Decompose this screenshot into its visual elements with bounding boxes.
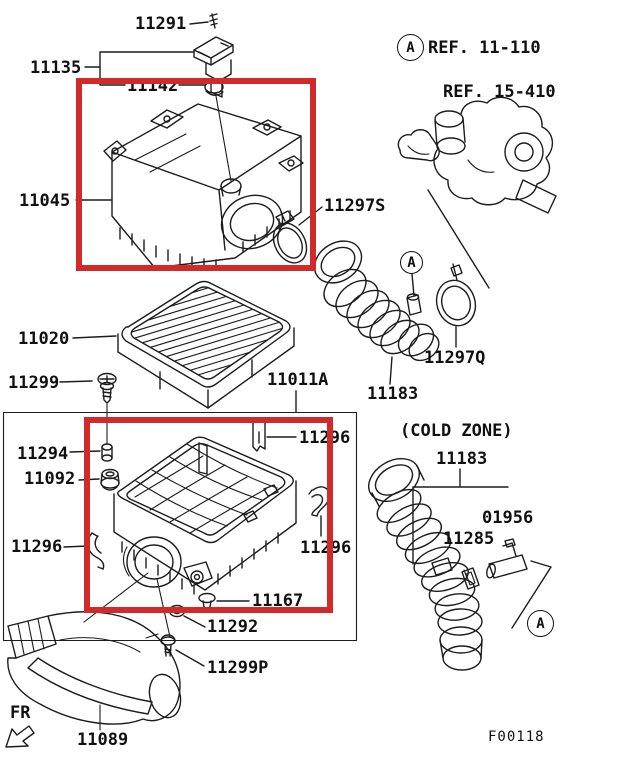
- pin-11167-drawing: [198, 592, 250, 610]
- clip-11296-topright-drawing: [252, 419, 297, 452]
- air-cleaner-body-drawing: [83, 436, 297, 638]
- cold-zone-note: (COLD ZONE): [400, 421, 513, 441]
- part-label-11297s: 11297S: [324, 196, 386, 216]
- part-label-01956: 01956: [482, 508, 534, 528]
- part-label-11299p: 11299P: [207, 658, 269, 678]
- callout-a-mid-leader: [411, 273, 415, 297]
- callout-a-bottom: A: [527, 610, 554, 637]
- front-direction-label: FR: [10, 703, 31, 723]
- air-duct-11089-drawing: [7, 611, 182, 731]
- hose-clamp-11297q-drawing: [435, 263, 477, 348]
- part-label-11183-cold: 11183: [436, 449, 488, 469]
- drawing-code: F00118: [488, 729, 545, 745]
- part-label-11296-top-right: 11296: [299, 428, 351, 448]
- hose-clamp-11297s-drawing: [272, 210, 308, 264]
- part-label-11294: 11294: [17, 444, 69, 464]
- part-label-11045: 11045: [19, 191, 71, 211]
- part-label-11299: 11299: [8, 373, 60, 393]
- part-label-11092: 11092: [24, 469, 76, 489]
- clip-11296-left-drawing: [63, 532, 105, 570]
- maf-sensor-drawing: [193, 36, 234, 98]
- callout-a-mid: A: [400, 251, 423, 274]
- part-label-11020: 11020: [18, 329, 70, 349]
- fitting-01956-drawing: [486, 538, 552, 629]
- part-label-11135: 11135: [30, 58, 82, 78]
- grommet-11142-drawing: [204, 80, 232, 182]
- part-label-11142: 11142: [127, 76, 179, 96]
- part-label-11183-mid: 11183: [367, 384, 419, 404]
- spacer-11294-drawing: [69, 443, 113, 462]
- ref-note-11-110: REF. 11-110: [428, 38, 541, 58]
- part-label-11296-right: 11296: [300, 538, 352, 558]
- part-label-11292: 11292: [207, 617, 259, 637]
- part-label-11089: 11089: [77, 730, 129, 750]
- cold-zone-hose-drawing: [368, 458, 509, 671]
- screw-11299p-drawing: [160, 634, 205, 667]
- throttle-body-drawing: [397, 96, 557, 289]
- bolt-11291-drawing: [209, 13, 218, 29]
- air-cleaner-cover-drawing: [103, 103, 304, 270]
- fr-arrow-icon: [5, 725, 35, 748]
- part-label-11296-left: 11296: [11, 537, 63, 557]
- bolt-11299-drawing: [97, 372, 117, 445]
- intake-hose-upper-drawing: [313, 240, 440, 362]
- leader-lines-top: [59, 21, 393, 413]
- part-label-11291: 11291: [135, 14, 187, 34]
- part-label-11285: 11285: [443, 529, 495, 549]
- clip-11296-right-drawing: [308, 486, 330, 537]
- part-label-11167: 11167: [252, 591, 304, 611]
- clip-11285-drawing: [461, 567, 480, 590]
- callout-a-top: A: [397, 34, 424, 61]
- grommet-11292-drawing: [168, 604, 206, 628]
- part-label-11011a: 11011A: [267, 370, 329, 390]
- part-label-11297q: 11297Q: [424, 348, 486, 368]
- ref-note-15-410: REF. 15-410: [443, 82, 556, 102]
- group-box: [2, 411, 358, 642]
- grommet-11092-drawing: [78, 468, 120, 491]
- air-filter-11020-drawing: [117, 280, 295, 409]
